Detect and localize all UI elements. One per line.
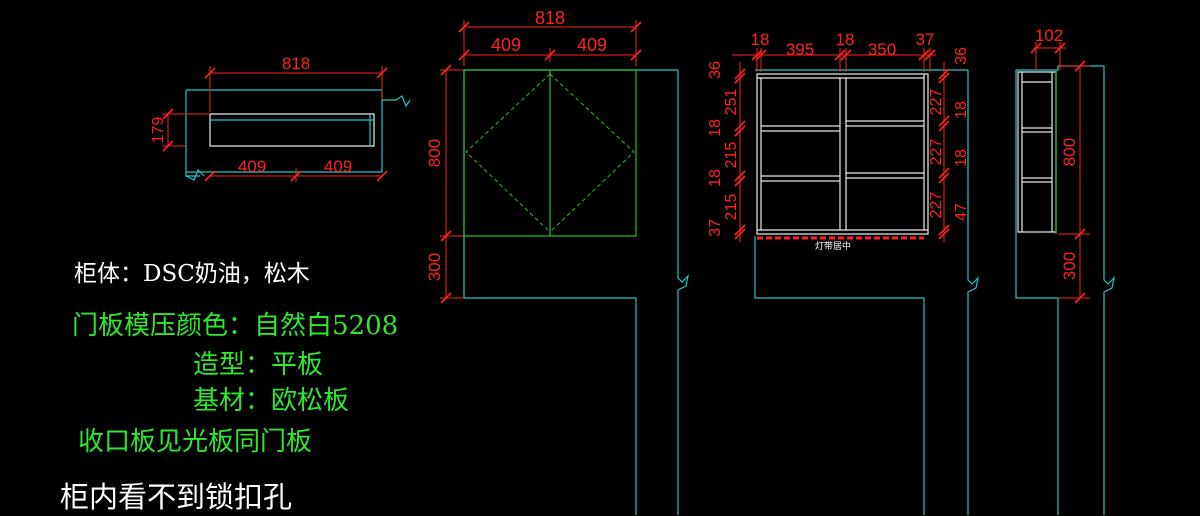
interior-top-dim-3: 18 <box>836 30 855 49</box>
interior-right-dim-5: 18 <box>953 149 970 167</box>
interior-left-dim-3: 18 <box>707 119 724 137</box>
plan-half-left: 409 <box>238 157 266 176</box>
interior-top-dim-1: 18 <box>751 30 770 49</box>
interior-top-dim-5: 37 <box>916 30 935 49</box>
interior-left-dim-2: 251 <box>723 89 740 116</box>
front-bottom-gap: 300 <box>425 253 444 281</box>
interior-view: 灯带居中 18 395 18 350 37 36 251 18 215 18 <box>707 30 979 515</box>
side-bottom-gap: 300 <box>1060 252 1079 280</box>
substrate-note: 基材：欧松板 <box>193 386 350 416</box>
interior-right-dim-1: 36 <box>953 47 970 65</box>
plan-depth: 179 <box>150 117 167 144</box>
side-view: 102 800 300 <box>1015 26 1115 515</box>
plan-view: 818 409 409 179 <box>150 54 411 182</box>
interior-left-dim-6: 215 <box>723 194 740 221</box>
interior-right-dim-2: 227 <box>928 89 945 116</box>
interior-left-dim-7: 37 <box>707 219 724 237</box>
interior-left-dim-4: 215 <box>723 142 740 169</box>
interior-right-dim-7: 47 <box>953 203 970 221</box>
front-view: 818 409 409 800 300 <box>425 8 689 515</box>
front-door-left: 409 <box>491 35 521 55</box>
front-door-right: 409 <box>577 35 607 55</box>
front-cabinet-height: 800 <box>425 139 444 167</box>
lock-hole-note: 柜内看不到锁扣孔 <box>60 480 293 514</box>
side-height: 800 <box>1060 138 1079 166</box>
light-strip-label: 灯带居中 <box>815 240 851 252</box>
interior-right-dim-4: 227 <box>928 139 945 166</box>
interior-left-dim-1: 36 <box>707 61 724 79</box>
front-width-total: 818 <box>535 8 565 28</box>
interior-right-dim-3: 18 <box>953 101 970 119</box>
interior-left-dim-5: 18 <box>707 169 724 187</box>
style-note: 造型：平板 <box>193 350 324 380</box>
door-color-note: 门板模压颜色：自然白5208 <box>72 311 399 341</box>
interior-top-dim-4: 350 <box>868 40 896 59</box>
plan-width-total: 818 <box>282 54 310 73</box>
edge-board-note: 收口板见光板同门板 <box>78 427 313 457</box>
interior-right-dim-6: 227 <box>928 192 945 219</box>
body-material-note: 柜体：DSC奶油，松木 <box>74 261 310 287</box>
side-depth: 102 <box>1035 26 1063 45</box>
interior-top-dim-2: 395 <box>786 40 814 59</box>
plan-half-right: 409 <box>324 157 352 176</box>
